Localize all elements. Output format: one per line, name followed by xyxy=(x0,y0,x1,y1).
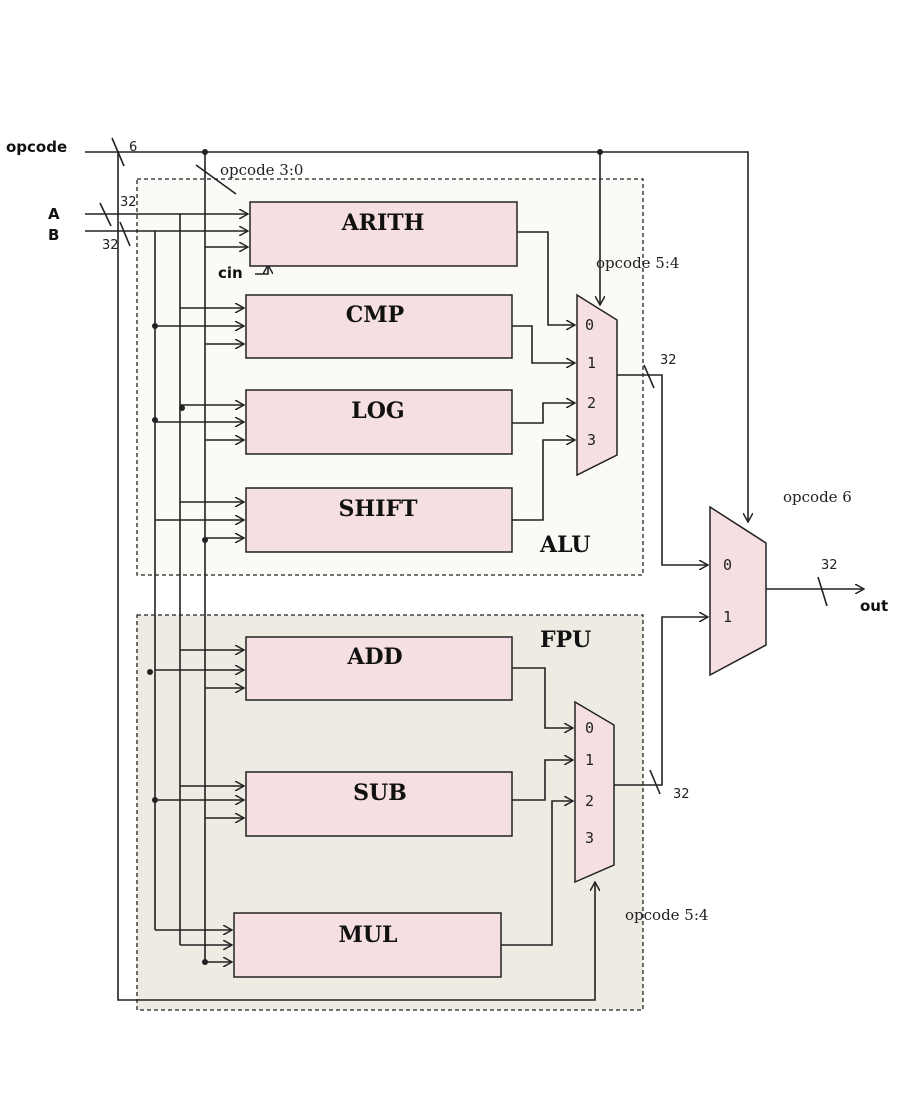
alu-label: ALU xyxy=(539,532,591,558)
fpu-label: FPU xyxy=(540,627,591,653)
fpu-mux-select-label: opcode 5:4 xyxy=(625,906,708,924)
fpu-mux xyxy=(574,700,615,884)
mul-block xyxy=(233,912,502,978)
b-input-label: B xyxy=(48,226,59,244)
a-width: 32 xyxy=(120,195,137,210)
b-width: 32 xyxy=(102,238,119,253)
arith-label: ARITH xyxy=(341,210,425,236)
log-label: LOG xyxy=(351,398,404,424)
alu-mux-pin-0: 0 xyxy=(585,316,594,334)
opcode-3-0-label: opcode 3:0 xyxy=(220,161,303,179)
cin-label: cin xyxy=(218,264,243,282)
alu-mux-pin-3: 3 xyxy=(587,431,596,449)
mul-label: MUL xyxy=(338,922,397,948)
opcode-width: 6 xyxy=(129,140,137,155)
opcode-input-label: opcode xyxy=(6,138,67,156)
fpu-out-width: 32 xyxy=(673,787,690,802)
a-input-label: A xyxy=(48,205,60,223)
output-mux-pin-1: 1 xyxy=(723,608,732,626)
output-wires xyxy=(614,364,864,795)
cmp-label: CMP xyxy=(346,302,404,328)
cmp-block xyxy=(245,294,513,359)
alu-mux-pin-1: 1 xyxy=(587,354,596,372)
output-mux-pin-0: 0 xyxy=(723,556,732,574)
out-width: 32 xyxy=(821,558,838,573)
sub-block xyxy=(245,771,513,837)
log-block xyxy=(245,389,513,455)
alu-mux xyxy=(576,293,618,477)
fpu-mux-pin-0: 0 xyxy=(585,719,594,737)
out-label: out xyxy=(860,597,888,615)
output-mux-select-label: opcode 6 xyxy=(783,488,852,506)
alu-out-width: 32 xyxy=(660,353,677,368)
alu-mux-pin-2: 2 xyxy=(587,394,596,412)
shift-block xyxy=(245,487,513,553)
fpu-mux-pin-2: 2 xyxy=(585,792,594,810)
output-mux xyxy=(709,505,767,677)
sub-label: SUB xyxy=(353,780,407,806)
fpu-mux-pin-1: 1 xyxy=(585,751,594,769)
fpu-mux-pin-3: 3 xyxy=(585,829,594,847)
mux-input-wires xyxy=(501,231,575,946)
add-label: ADD xyxy=(346,644,402,670)
shift-label: SHIFT xyxy=(339,496,419,522)
opcode-wires xyxy=(85,137,748,1001)
arith-block xyxy=(249,201,518,267)
alu-mux-select-label: opcode 5:4 xyxy=(596,254,679,272)
add-block xyxy=(245,636,513,701)
operand-wires xyxy=(85,202,268,965)
